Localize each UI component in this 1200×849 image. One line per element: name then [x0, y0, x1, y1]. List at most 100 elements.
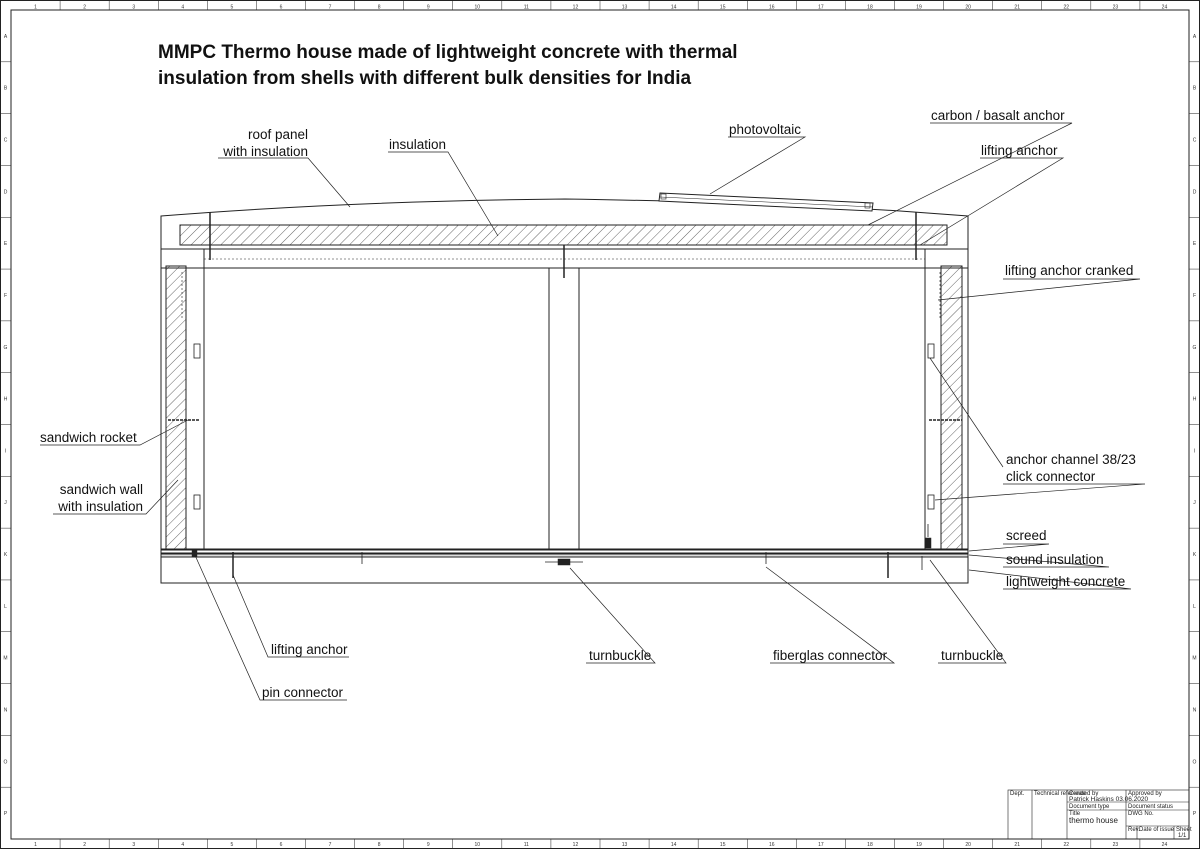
label-lightweight-concrete: lightweight concrete	[1006, 574, 1125, 589]
row-mark-E: E	[1193, 241, 1197, 247]
tb-dept-label: Dept.	[1010, 791, 1025, 797]
column-mark-5: 5	[230, 5, 233, 11]
label-pin-connector: pin connector	[262, 685, 344, 700]
column-mark-24: 24	[1162, 842, 1168, 848]
column-mark-6: 6	[280, 5, 283, 11]
row-mark-I: I	[1194, 448, 1195, 454]
tb-rev-label: Rev.	[1128, 827, 1140, 833]
column-mark-20: 20	[965, 842, 971, 848]
column-mark-21: 21	[1014, 842, 1020, 848]
column-mark-14: 14	[671, 842, 677, 848]
row-mark-A: A	[1193, 34, 1197, 40]
column-mark-9: 9	[427, 5, 430, 11]
row-mark-J: J	[1193, 500, 1196, 506]
row-mark-M: M	[3, 656, 7, 662]
column-mark-22: 22	[1064, 842, 1070, 848]
drawing-title: MMPC Thermo house made of lightweight co…	[158, 40, 738, 92]
column-mark-1: 1	[34, 5, 37, 11]
label-sandwich-wall-insulation: with insulation	[57, 499, 143, 514]
row-mark-E: E	[4, 241, 8, 247]
column-mark-16: 16	[769, 5, 775, 11]
floor-slab	[160, 548, 969, 584]
row-mark-G: G	[4, 345, 8, 351]
label-lifting-anchor-top: lifting anchor	[981, 143, 1058, 158]
tb-approved-by-label: Approved by	[1128, 791, 1162, 797]
label-fiberglas-connector: fiberglas connector	[773, 648, 888, 663]
row-mark-C: C	[4, 138, 8, 144]
tb-document-type-label: Document type	[1069, 804, 1110, 810]
row-mark-M: M	[1192, 656, 1196, 662]
row-mark-D: D	[1193, 189, 1197, 195]
label-roof-panel: roof panel	[248, 127, 308, 142]
label-lifting-anchor-bottom: lifting anchor	[271, 642, 348, 657]
label-photovoltaic: photovoltaic	[729, 122, 801, 137]
row-mark-K: K	[1193, 552, 1197, 558]
tb-technical-reference-label: Technical reference	[1034, 791, 1087, 797]
label-lifting-anchor-cranked: lifting anchor cranked	[1005, 263, 1133, 278]
tb-date-of-issue-label: Date of issue	[1139, 827, 1175, 833]
label-roof-panel-insulation: with insulation	[222, 144, 308, 159]
column-mark-2: 2	[83, 5, 86, 11]
row-mark-I: I	[5, 448, 6, 454]
row-mark-P: P	[1193, 811, 1197, 817]
column-mark-20: 20	[965, 5, 971, 11]
row-mark-B: B	[1193, 86, 1197, 92]
roof-insulation	[179, 224, 948, 246]
row-mark-B: B	[4, 86, 8, 92]
row-mark-L: L	[1193, 604, 1196, 610]
column-mark-5: 5	[230, 842, 233, 848]
column-mark-4: 4	[181, 842, 184, 848]
column-mark-24: 24	[1162, 5, 1168, 11]
row-mark-O: O	[4, 759, 8, 765]
tb-sheet-label: Sheet	[1176, 827, 1192, 833]
row-mark-F: F	[4, 293, 7, 299]
column-mark-3: 3	[132, 5, 135, 11]
row-mark-O: O	[1193, 759, 1197, 765]
column-mark-15: 15	[720, 5, 726, 11]
center-partition	[548, 268, 580, 549]
column-mark-3: 3	[132, 842, 135, 848]
column-mark-19: 19	[916, 842, 922, 848]
label-turnbuckle-center: turnbuckle	[589, 648, 651, 663]
anchors	[168, 212, 962, 578]
row-mark-A: A	[4, 34, 8, 40]
column-mark-6: 6	[280, 842, 283, 848]
row-mark-P: P	[4, 811, 8, 817]
label-anchor-channel: anchor channel 38/23	[1006, 452, 1136, 467]
row-mark-H: H	[1193, 397, 1197, 403]
row-mark-N: N	[4, 707, 8, 713]
row-mark-K: K	[4, 552, 8, 558]
label-click-connector: click connector	[1006, 469, 1096, 484]
label-insulation: insulation	[389, 137, 446, 152]
row-mark-H: H	[4, 397, 8, 403]
column-mark-10: 10	[475, 842, 481, 848]
label-screed: screed	[1006, 528, 1047, 543]
column-mark-15: 15	[720, 842, 726, 848]
label-carbon-basalt-anchor: carbon / basalt anchor	[931, 108, 1065, 123]
column-mark-11: 11	[524, 5, 529, 11]
leader-lines	[40, 122, 1146, 701]
column-mark-17: 17	[818, 5, 824, 11]
building-section	[160, 192, 969, 584]
column-mark-23: 23	[1113, 842, 1119, 848]
label-sandwich-wall: sandwich wall	[60, 482, 143, 497]
title-block: Dept. Technical reference Created by Pat…	[1007, 789, 1192, 840]
column-mark-1: 1	[34, 842, 37, 848]
label-turnbuckle-right: turnbuckle	[941, 648, 1003, 663]
column-mark-7: 7	[329, 842, 332, 848]
tb-dwg-no-label: DWG No.	[1128, 811, 1154, 817]
label-sound-insulation: sound insulation	[1006, 552, 1104, 567]
row-mark-C: C	[1193, 138, 1197, 144]
tb-title-label: Title	[1069, 811, 1081, 817]
column-mark-13: 13	[622, 842, 628, 848]
right-sandwich-wall	[924, 248, 969, 550]
column-mark-12: 12	[573, 5, 579, 11]
row-mark-G: G	[1193, 345, 1197, 351]
tb-document-status-label: Document status	[1128, 804, 1173, 810]
column-mark-8: 8	[378, 5, 381, 11]
column-mark-2: 2	[83, 842, 86, 848]
column-mark-7: 7	[329, 5, 332, 11]
column-mark-9: 9	[427, 842, 430, 848]
